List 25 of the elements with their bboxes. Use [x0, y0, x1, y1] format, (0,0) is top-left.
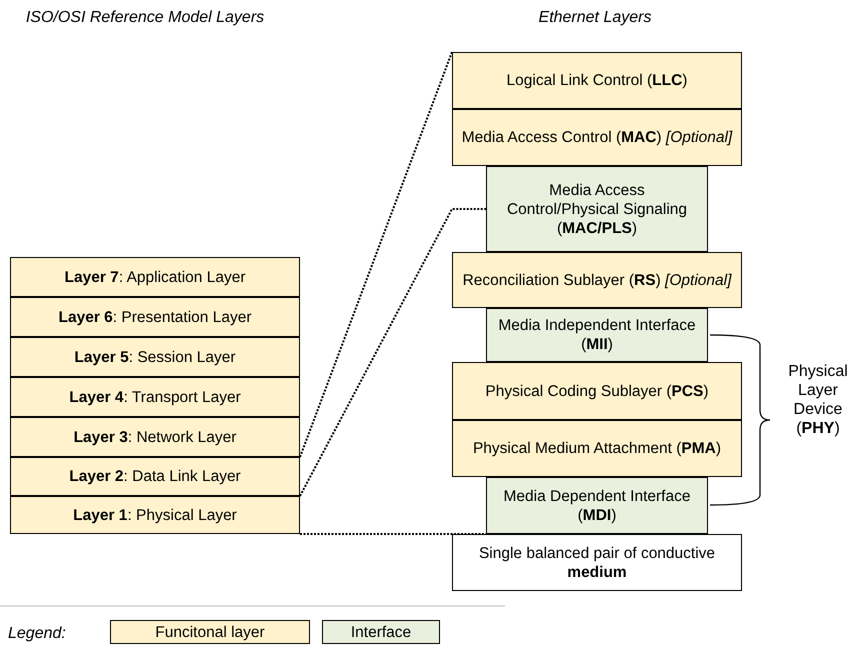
column-heading: Ethernet Layers: [538, 8, 652, 27]
dotted-connector: [299, 52, 453, 458]
layer-box: Layer 4: Transport Layer: [10, 377, 300, 417]
layer-box: Physical Coding Sublayer (PCS): [452, 362, 742, 420]
column-heading: ISO/OSI Reference Model Layers: [24, 8, 266, 27]
legend-title: Legend:: [8, 624, 67, 643]
legend-swatch: Funcitonal layer: [110, 620, 310, 644]
layer-box: Layer 3: Network Layer: [10, 417, 300, 457]
interface-box: Media Access Control/Physical Signaling (MAC/PLS): [486, 166, 708, 252]
layer-box: Layer 7: Application Layer: [10, 257, 300, 297]
layer-box: Reconciliation Sublayer (RS) [Optional]: [452, 252, 742, 308]
interface-box: Media Independent Interface (MII): [486, 308, 708, 362]
layer-box: Layer 1: Physical Layer: [10, 496, 300, 534]
bracket-label: Physical Layer Device (PHY): [787, 362, 849, 438]
legend-swatch: Interface: [322, 620, 440, 644]
interface-box: Media Dependent Interface (MDI): [486, 477, 708, 534]
layer-box: Layer 6: Presentation Layer: [10, 297, 300, 337]
layer-box: Logical Link Control (LLC): [452, 52, 742, 109]
dotted-connector: [300, 533, 486, 535]
layer-box: Media Access Control (MAC) [Optional]: [452, 109, 742, 166]
layer-box: Layer 2: Data Link Layer: [10, 457, 300, 496]
layer-box: Layer 5: Session Layer: [10, 337, 300, 377]
medium-box: Single balanced pair of conductive medium: [452, 534, 742, 591]
layer-box: Physical Medium Attachment (PMA): [452, 420, 742, 477]
dotted-connector: [299, 208, 486, 496]
